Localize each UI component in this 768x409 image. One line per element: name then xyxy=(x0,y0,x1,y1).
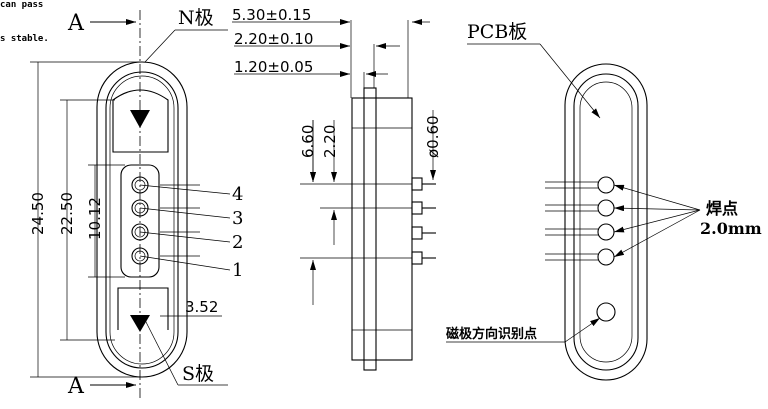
svg-text:2: 2 xyxy=(232,232,243,253)
svg-text:1.20±0.05: 1.20±0.05 xyxy=(234,58,313,76)
svg-text:1: 1 xyxy=(232,260,243,281)
svg-text:5.30±0.15: 5.30±0.15 xyxy=(232,6,311,24)
section-marker-top: A xyxy=(67,11,136,36)
svg-text:A: A xyxy=(67,11,85,36)
solder-size: 2.0mm xyxy=(700,219,762,238)
right-view: PCB板 焊点 2.0mm 磁极方向识别点 xyxy=(446,21,762,381)
arrow-icon xyxy=(130,315,150,332)
svg-text:22.50: 22.50 xyxy=(58,192,76,235)
left-view: N极 S极 4 3 2 1 24.50 22.50 10.12 3.52 xyxy=(29,7,243,386)
svg-text:A: A xyxy=(67,374,85,399)
svg-text:2.20±0.10: 2.20±0.10 xyxy=(234,30,313,48)
svg-text:3.52: 3.52 xyxy=(185,298,218,316)
side-pins xyxy=(411,177,436,265)
note-line-2: s stable. xyxy=(0,34,49,44)
solder-points xyxy=(597,176,615,266)
svg-text:10.12: 10.12 xyxy=(86,197,104,240)
svg-text:2.20: 2.20 xyxy=(321,125,339,158)
svg-text:6.60: 6.60 xyxy=(299,125,317,158)
orientation-dot xyxy=(596,302,616,322)
svg-text:3: 3 xyxy=(232,208,243,229)
section-marker-bottom: A xyxy=(67,374,136,399)
svg-text:4: 4 xyxy=(232,184,243,205)
side-view: 5.30±0.15 2.20±0.10 1.20±0.05 6.60 2.20 … xyxy=(232,6,442,371)
pin-circles xyxy=(131,176,149,265)
note-line-1: can pass xyxy=(0,0,44,10)
n-pole-label: N极 xyxy=(178,7,214,29)
arrow-icon xyxy=(130,110,150,128)
solder-label: 焊点 xyxy=(706,199,738,218)
svg-text:24.50: 24.50 xyxy=(29,192,47,235)
s-pole-label: S极 xyxy=(182,363,214,385)
orientation-mark-label: 磁极方向识别点 xyxy=(446,326,537,342)
pcb-label: PCB板 xyxy=(467,21,527,43)
